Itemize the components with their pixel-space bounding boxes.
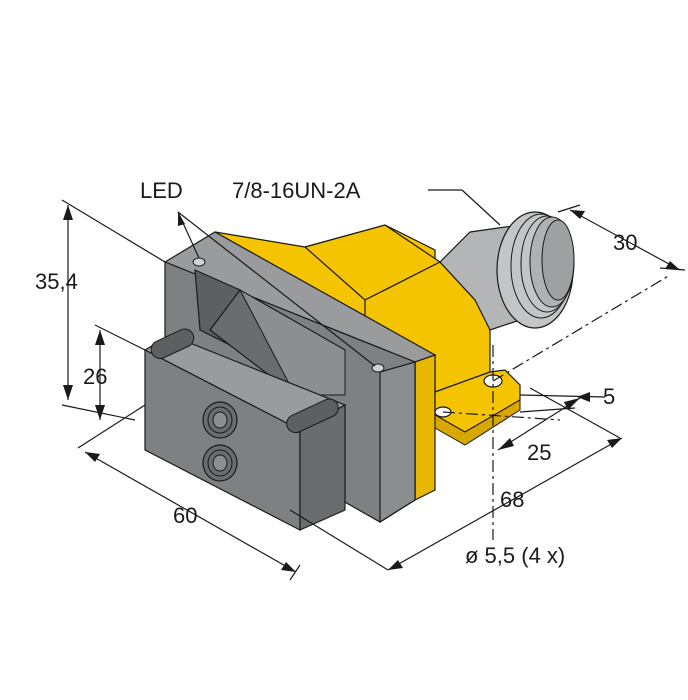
head-slot-right: [286, 398, 339, 434]
led-label: LED: [140, 178, 183, 203]
front-button: [202, 401, 238, 439]
height-face-label: 26: [83, 364, 108, 389]
depth-label: 68: [500, 487, 525, 512]
thread-label: 7/8-16UN-2A: [232, 178, 361, 203]
led-indicator: [192, 257, 206, 267]
arrowheads: [63, 205, 680, 572]
head-frame-side: [379, 361, 416, 524]
head-slot-left: [150, 328, 195, 359]
connector-thread: [496, 211, 575, 329]
width-label: 60: [173, 503, 198, 528]
hole-spacing-label: 25: [527, 440, 552, 465]
front-button: [202, 444, 238, 482]
connector: [439, 211, 575, 331]
hole-diameter-label: ø 5,5 (4 x): [465, 543, 566, 568]
mounting-flange-edge: [434, 399, 521, 446]
head-slope-light: [238, 288, 346, 396]
gray-sensor-head: [143, 231, 437, 531]
flange-thickness-label: 5: [603, 384, 616, 409]
height-total-label: 35,4: [35, 269, 78, 294]
housing-side-plate: [414, 354, 436, 501]
connector-length-label: 30: [613, 230, 638, 255]
